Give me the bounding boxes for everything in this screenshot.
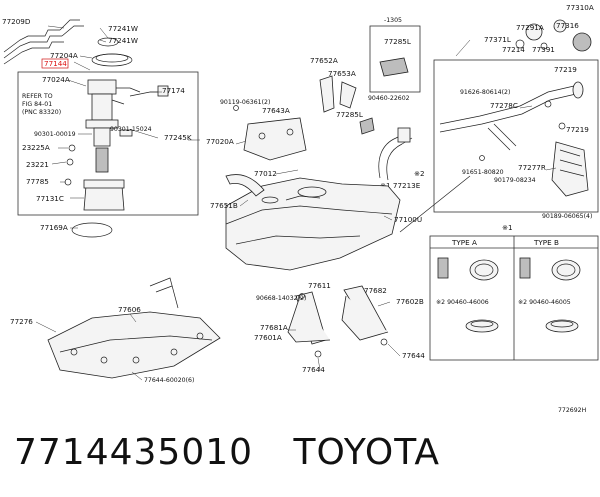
- caption: 7714435010 TOYOTA: [14, 432, 594, 492]
- label-77100U: 77100U: [394, 215, 422, 224]
- label-77785: 77785: [26, 177, 49, 186]
- label-77241W-2: 77241W: [108, 36, 138, 45]
- label-90460-22602: 90460-22602: [368, 95, 410, 102]
- label-77291A: 77291A: [516, 23, 544, 32]
- label-77285L-1: 77285L: [384, 37, 411, 46]
- label-1305: -1305: [384, 17, 402, 24]
- pump-gasket: [71, 222, 113, 238]
- tank-protector-plate: [243, 117, 307, 161]
- label-77219-1: 77219: [554, 65, 577, 74]
- label-77611: 77611: [308, 281, 331, 290]
- tank-skid-plate: [47, 277, 221, 379]
- label-90301-15024: 90301-15024: [110, 126, 152, 133]
- label-77602B: 77602B: [396, 297, 424, 306]
- label-77245K: 77245K: [164, 133, 192, 142]
- filler-pipe-box: [433, 59, 599, 213]
- bracket-77652A: [319, 75, 335, 113]
- fuel-cap-assembly: [515, 19, 592, 52]
- float-arm: [129, 91, 162, 97]
- label-77644-2: 77644: [302, 365, 325, 374]
- fuel-tank-77100U: [225, 177, 401, 271]
- label-77020A: 77020A: [206, 137, 234, 146]
- label-90460-46005: ※2 90460-46005: [518, 299, 571, 306]
- label-77144-highlight: 77144: [44, 59, 67, 68]
- breather-tube: [399, 175, 471, 233]
- refer-line-3: (PNC 83320): [22, 109, 61, 116]
- tank-straps: [287, 285, 389, 358]
- label-77024A: 77024A: [42, 75, 70, 84]
- part-number: 7714435010: [14, 432, 254, 473]
- brand-name: TOYOTA: [293, 432, 441, 473]
- refer-line-2: FIG 84-01: [22, 101, 52, 108]
- label-77653A: 77653A: [328, 69, 356, 78]
- label-90179: 90179-08234: [494, 177, 536, 184]
- label-77174: 77174: [162, 86, 185, 95]
- type-a-label: TYPE A: [451, 238, 477, 247]
- label-77241W-1: 77241W: [108, 24, 138, 33]
- label-23225A: 23225A: [22, 143, 50, 152]
- label-90301-00019: 90301-00019: [34, 131, 76, 138]
- label-77310A: 77310A: [566, 3, 594, 12]
- label-91626: 91626-80614(2): [460, 89, 510, 96]
- label-77371L: 77371L: [484, 35, 511, 44]
- filler-pipe: [439, 81, 589, 197]
- label-77644-1: 77644: [402, 351, 425, 360]
- label-77601A: 77601A: [254, 333, 282, 342]
- label-77652A: 77652A: [310, 56, 338, 65]
- label-77643A: 77643A: [262, 106, 290, 115]
- type-a-clamp: [437, 257, 499, 333]
- label-90119: 90119-06361(2): [220, 99, 270, 106]
- inset-box-1305: [369, 25, 421, 93]
- label-77276: 77276: [10, 317, 33, 326]
- label-90668: 90668-14032(2): [256, 295, 306, 302]
- label-77213E: ※1 77213E: [380, 181, 421, 190]
- label-77682: 77682: [364, 286, 387, 295]
- label-77277R: 77277R: [518, 163, 546, 172]
- label-77606: 77606: [118, 305, 141, 314]
- label-77219-2: 77219: [566, 125, 589, 134]
- label-77681A: 77681A: [260, 323, 288, 332]
- label-77209D: 77209D: [2, 17, 31, 26]
- label-x1-marker: ※1: [502, 223, 513, 232]
- bracket-77653A: [339, 81, 357, 109]
- diagram-id: 772692H: [558, 407, 587, 414]
- label-77285L-2: 77285L: [336, 110, 363, 119]
- type-b-clamp: [519, 257, 581, 333]
- label-77131C: 77131C: [36, 194, 64, 203]
- label-77651B: 77651B: [210, 201, 238, 210]
- label-91651: 91651-80820: [462, 169, 504, 176]
- refer-line-1: REFER TO: [22, 93, 53, 100]
- label-77214: 77214: [502, 45, 525, 54]
- label-90189: 90189-06065(4): [542, 213, 592, 220]
- fuel-tank-parts-diagram: 77209D 77241W 77241W 77204A 77144 77024A…: [2, 3, 599, 414]
- label-90460-46006: ※2 90460-46006: [436, 299, 489, 306]
- label-77204A: 77204A: [50, 51, 78, 60]
- label-77316: 77316: [556, 21, 579, 30]
- label-77391: 77391: [532, 45, 555, 54]
- clamp-77285L: [379, 57, 409, 77]
- fuel-pump-module: [83, 79, 141, 211]
- label-77012: 77012: [254, 169, 277, 178]
- label-77644-60020: 77644-60020(6): [144, 377, 194, 384]
- filler-hose: [378, 131, 409, 179]
- type-b-label: TYPE B: [533, 238, 559, 247]
- tank-band-77651B: [225, 174, 265, 197]
- fuel-line-tubes: [3, 19, 84, 65]
- label-x2-marker: ※2: [414, 169, 425, 178]
- label-77278C: 77278C: [490, 101, 518, 110]
- label-23221: 23221: [26, 160, 49, 169]
- fuel-pump-assembly-box: [17, 71, 199, 216]
- label-77169A: 77169A: [40, 223, 68, 232]
